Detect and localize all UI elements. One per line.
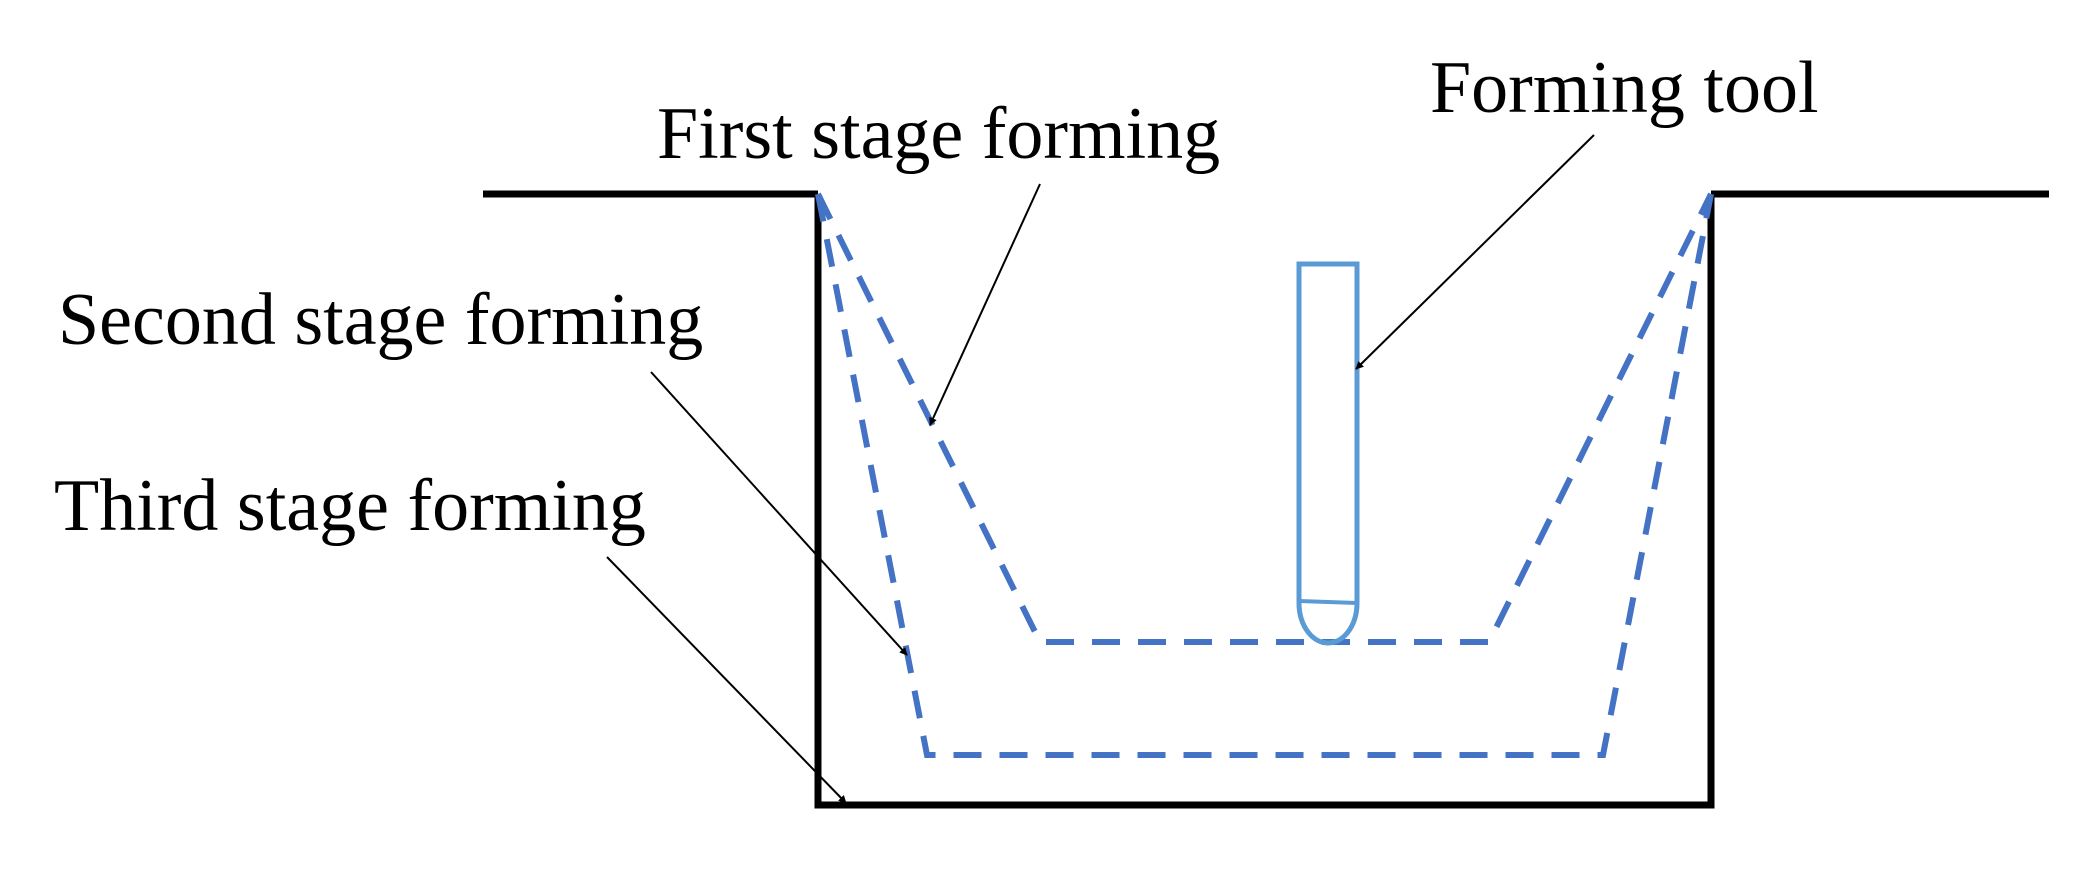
third-stage-leader-arrow <box>606 556 847 804</box>
die-outline <box>483 190 2049 809</box>
first-stage-profile <box>815 192 1714 645</box>
third-stage-label: Third stage forming <box>54 465 646 547</box>
forming-tool-body <box>1296 261 1360 646</box>
second-stage-profile <box>815 193 1714 758</box>
die-cavity-outline <box>814 194 1715 809</box>
forming-tool <box>1296 261 1360 646</box>
second-stage-leader-arrow <box>650 371 908 656</box>
first-stage-leader-arrow <box>929 183 1041 426</box>
first-stage-label: First stage forming <box>657 93 1220 175</box>
forming-tool-leader-arrow <box>1355 134 1595 370</box>
forming-tool-label: Forming tool <box>1430 47 1819 129</box>
forming-tool-tip-line <box>1298 599 1358 605</box>
second-stage-label: Second stage forming <box>58 279 703 361</box>
